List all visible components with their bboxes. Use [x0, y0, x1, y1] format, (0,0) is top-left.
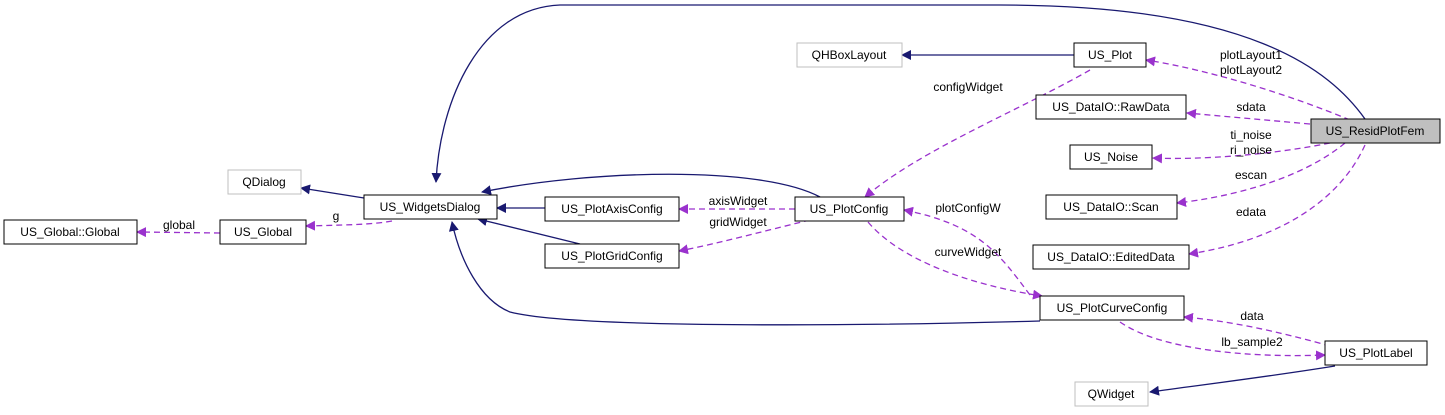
- svg-text:QHBoxLayout: QHBoxLayout: [812, 48, 887, 62]
- node-us-plotgridconfig[interactable]: US_PlotGridConfig: [544, 243, 680, 269]
- label-sdata: sdata: [1236, 100, 1266, 114]
- edge-escan: [1176, 142, 1346, 207]
- node-us-global[interactable]: US_Global: [219, 219, 307, 245]
- edge-configwidget: [864, 69, 1091, 198]
- node-us-widgetsdialog[interactable]: US_WidgetsDialog: [363, 194, 498, 220]
- svg-text:US_Global::Global: US_Global::Global: [20, 225, 119, 239]
- svg-text:US_Noise: US_Noise: [1084, 150, 1138, 164]
- node-qwidget[interactable]: QWidget: [1074, 381, 1149, 407]
- label-ri-noise: ri_noise: [1230, 143, 1272, 157]
- svg-text:US_DataIO::Scan: US_DataIO::Scan: [1063, 200, 1158, 214]
- svg-text:QDialog: QDialog: [242, 175, 285, 189]
- edge-edata: [1188, 144, 1366, 258]
- edge-widgetsdialog-to-qdialog: [300, 184, 365, 199]
- svg-text:US_PlotCurveConfig: US_PlotCurveConfig: [1057, 301, 1168, 315]
- node-us-dataio-editeddata[interactable]: US_DataIO::EditedData: [1032, 244, 1190, 270]
- node-us-plotconfig[interactable]: US_PlotConfig: [794, 196, 905, 222]
- label-lb-sample2: lb_sample2: [1221, 335, 1283, 349]
- edge-plotconfig-to-widgetsdialog: [481, 173, 821, 198]
- edge-g: [305, 220, 393, 231]
- svg-text:US_PlotGridConfig: US_PlotGridConfig: [561, 249, 662, 263]
- node-us-dataio-scan[interactable]: US_DataIO::Scan: [1045, 194, 1178, 220]
- svg-text:US_DataIO::RawData: US_DataIO::RawData: [1052, 100, 1170, 114]
- node-us-dataio-rawdata[interactable]: US_DataIO::RawData: [1035, 94, 1187, 120]
- edge-plotlayout: [1145, 56, 1351, 121]
- edge-curvewidget: [867, 221, 1043, 300]
- svg-text:US_ResidPlotFem: US_ResidPlotFem: [1326, 124, 1425, 138]
- edge-data: [1183, 312, 1331, 347]
- edge-plotcurveconfig-to-widgetsdialog: [448, 221, 1041, 326]
- edge-gridwidget: [678, 219, 811, 255]
- label-plotlayout1: plotLayout1: [1220, 48, 1282, 62]
- node-qdialog[interactable]: QDialog: [227, 169, 302, 195]
- edge-plotconfigw: [903, 206, 1031, 296]
- node-us-noise[interactable]: US_Noise: [1069, 144, 1153, 170]
- node-us-plotlabel[interactable]: US_PlotLabel: [1324, 340, 1428, 366]
- edge-global: [136, 227, 221, 238]
- svg-text:US_Global: US_Global: [234, 225, 292, 239]
- label-escan: escan: [1235, 168, 1267, 182]
- node-us-plot[interactable]: US_Plot: [1073, 42, 1147, 68]
- label-ti-noise: ti_noise: [1230, 128, 1272, 142]
- label-edata: edata: [1236, 205, 1266, 219]
- edge-residplotfem-to-widgetsdialog: [431, 4, 1366, 183]
- node-us-global-global[interactable]: US_Global::Global: [3, 219, 138, 245]
- svg-text:US_PlotLabel: US_PlotLabel: [1339, 346, 1412, 360]
- edge-plotgridconfig-to-widgetsdialog: [477, 216, 581, 245]
- label-g: g: [333, 209, 340, 223]
- svg-text:US_DataIO::EditedData: US_DataIO::EditedData: [1047, 250, 1175, 264]
- edge-plotlabel-to-qwidget: [1149, 365, 1336, 396]
- label-configwidget: configWidget: [933, 80, 1003, 94]
- svg-text:US_Plot: US_Plot: [1088, 48, 1133, 62]
- label-global: global: [163, 218, 195, 232]
- label-data: data: [1240, 309, 1264, 323]
- edge-lb-sample2: [1119, 321, 1326, 361]
- label-plotconfigw: plotConfigW: [935, 201, 1001, 215]
- label-gridwidget: gridWidget: [709, 215, 767, 229]
- node-us-residplotfem[interactable]: US_ResidPlotFem: [1310, 118, 1441, 144]
- node-us-plotcurveconfig[interactable]: US_PlotCurveConfig: [1039, 295, 1185, 321]
- svg-text:QWidget: QWidget: [1088, 387, 1135, 401]
- node-qhboxlayout[interactable]: QHBoxLayout: [796, 42, 903, 68]
- label-curvewidget: curveWidget: [935, 245, 1002, 259]
- label-plotlayout2: plotLayout2: [1220, 63, 1282, 77]
- svg-text:US_PlotAxisConfig: US_PlotAxisConfig: [561, 202, 662, 216]
- label-axiswidget: axisWidget: [709, 194, 768, 208]
- svg-text:US_WidgetsDialog: US_WidgetsDialog: [380, 200, 481, 214]
- node-us-plotaxisconfig[interactable]: US_PlotAxisConfig: [544, 196, 680, 222]
- svg-text:US_PlotConfig: US_PlotConfig: [810, 202, 889, 216]
- edge-noise: [1152, 142, 1331, 164]
- edge-sdata: [1186, 108, 1311, 125]
